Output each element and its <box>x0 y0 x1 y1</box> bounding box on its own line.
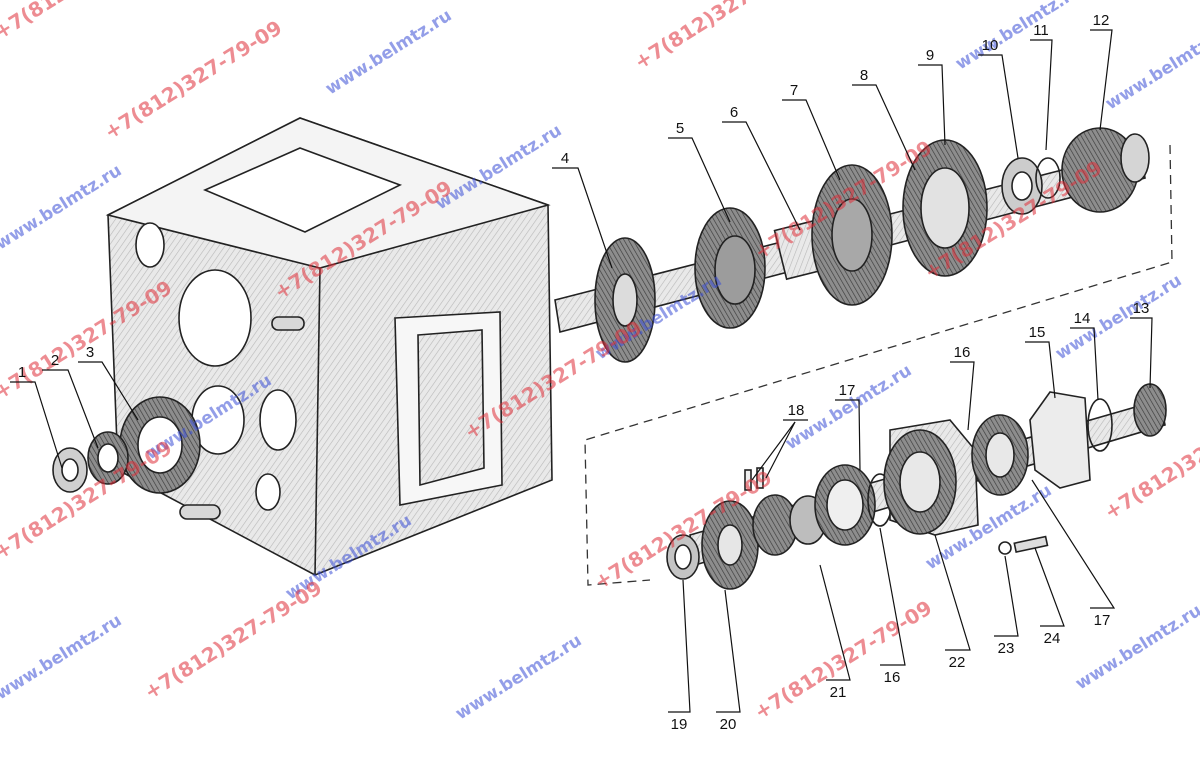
callout-10: 10 <box>982 37 999 54</box>
input-bearing-assembly <box>52 396 201 494</box>
watermark-phone-text: +7(812)327-79-09 <box>0 0 176 44</box>
callout-16-upper: 16 <box>954 344 971 361</box>
callout-14: 14 <box>1074 310 1091 327</box>
callout-2: 2 <box>51 352 59 369</box>
callout-5: 5 <box>676 120 684 137</box>
callout-22: 22 <box>949 654 966 671</box>
callout-15: 15 <box>1029 324 1046 341</box>
callout-24: 24 <box>1044 630 1061 647</box>
watermark-site-text: www.belmtz.ru <box>0 161 125 255</box>
watermark-phone-text: +7(812)327-79-09 <box>750 595 936 724</box>
watermark-site-text: www.belmtz.ru <box>0 611 125 705</box>
callout-19: 19 <box>671 716 688 733</box>
watermark-site-text: www.belmtz.ru <box>452 631 585 725</box>
callout-17-upper: 17 <box>839 382 856 399</box>
callout-labels: 1 2 3 4 5 6 7 8 9 10 11 12 13 14 15 16 1… <box>18 12 1150 733</box>
callout-7: 7 <box>790 82 798 99</box>
output-shaft-assembly <box>666 383 1167 590</box>
watermark-phone-text: +7(812)327-79-09 <box>100 15 286 144</box>
watermark-site-text: www.belmtz.ru <box>1072 601 1200 695</box>
watermark-site-text: www.belmtz.ru <box>1052 271 1185 365</box>
watermark-site-text: www.belmtz.ru <box>1102 21 1200 115</box>
callout-11: 11 <box>1033 22 1049 39</box>
callout-20: 20 <box>720 716 737 733</box>
watermark-phone-text: +7(812)327-79-09 <box>630 0 816 74</box>
callout-21: 21 <box>830 684 847 701</box>
callout-12: 12 <box>1093 12 1110 29</box>
primary-shaft-assembly <box>554 127 1150 363</box>
gearbox-housing <box>105 117 553 576</box>
assembly-group-outline <box>584 144 1173 586</box>
callout-6: 6 <box>730 104 738 121</box>
callout-8: 8 <box>860 67 868 84</box>
watermark-phone-text: +7(812)327-79-09 <box>140 575 326 704</box>
callout-18: 18 <box>788 402 805 419</box>
callout-16-lower: 16 <box>884 669 901 686</box>
callout-23: 23 <box>998 640 1015 657</box>
callout-1: 1 <box>18 364 26 381</box>
leader-lines <box>10 29 1153 713</box>
callout-17-lower: 17 <box>1094 612 1111 629</box>
callout-3: 3 <box>86 344 94 361</box>
callout-9: 9 <box>926 47 934 64</box>
watermark-site-text: www.belmtz.ru <box>952 0 1085 74</box>
callout-13: 13 <box>1133 300 1150 317</box>
callout-4: 4 <box>561 150 569 167</box>
watermark-site-text: www.belmtz.ru <box>322 6 455 100</box>
